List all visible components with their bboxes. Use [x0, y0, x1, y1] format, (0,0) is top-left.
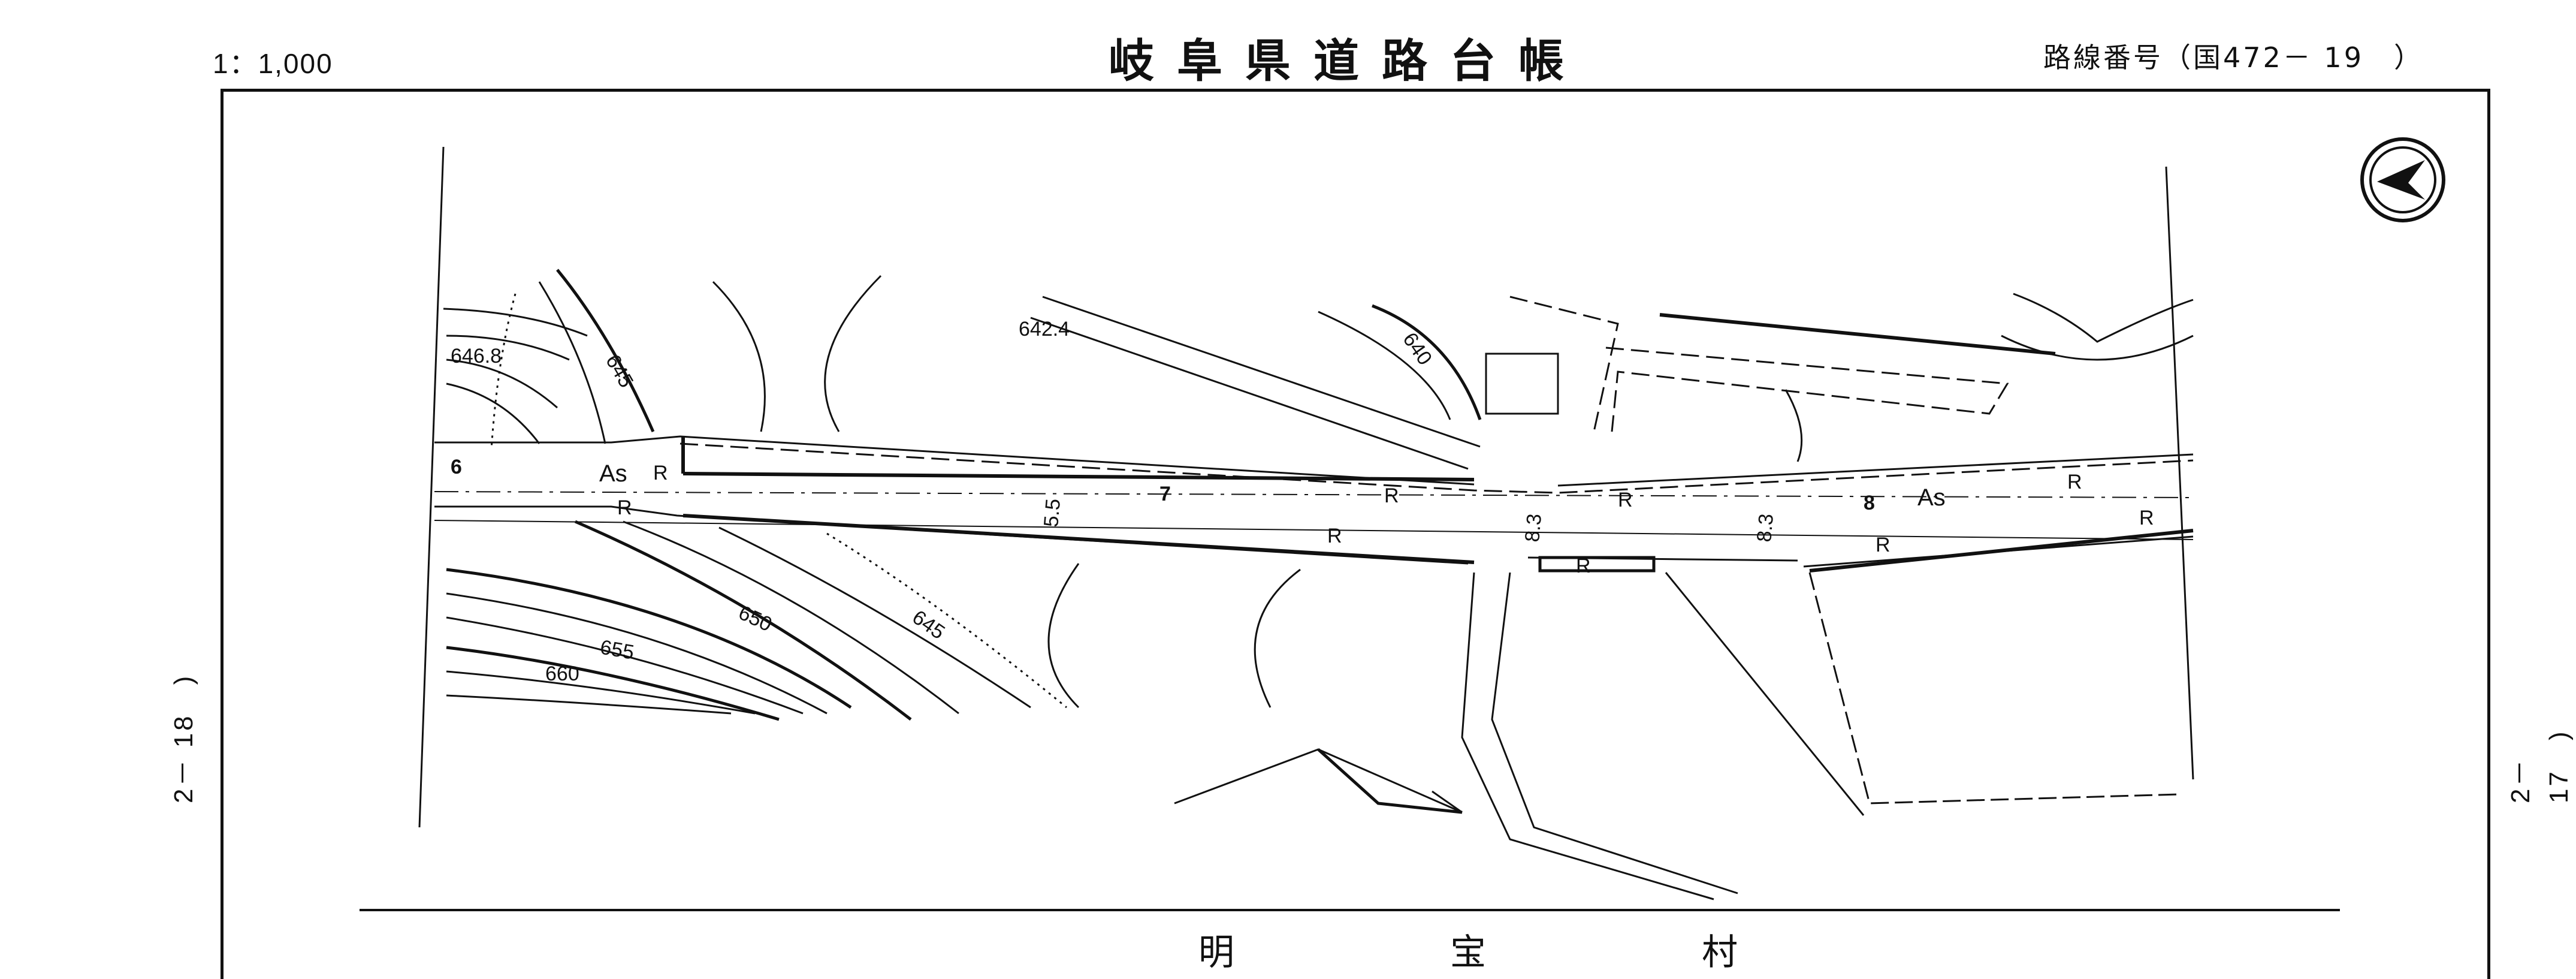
route-number: 路線番号（国472－ 19 ） — [2043, 41, 2424, 74]
width-label-1: 5.5 — [1040, 498, 1065, 528]
map-scale: 1：1,000 — [213, 48, 333, 79]
r-marker: R — [2067, 471, 2082, 493]
elevation-point-label: 642.4 — [1019, 318, 1070, 341]
surface-label-1: As — [599, 460, 627, 487]
surface-label-2: As — [1917, 484, 1946, 511]
map-title: 岐阜県道路台帳 — [1109, 34, 1587, 88]
station-label-6: 6 — [451, 456, 462, 478]
spot-height-label: 646.8 — [451, 345, 502, 367]
contour-label-660: 660 — [545, 662, 579, 685]
r-marker: R — [1384, 484, 1399, 507]
r-marker: R — [2139, 507, 2154, 529]
station-label-8: 8 — [1864, 492, 1875, 514]
station-label-7: 7 — [1159, 483, 1171, 505]
width-label-2: 8.3 — [1521, 513, 1546, 543]
r-marker: R — [617, 496, 632, 519]
map-frame — [221, 89, 2490, 979]
r-marker: R — [1576, 555, 1591, 577]
contour-label-640: 640 — [1398, 329, 1436, 369]
r-marker: R — [1618, 489, 1633, 511]
r-marker: R — [1876, 534, 1891, 556]
r-marker: R — [653, 462, 668, 484]
r-marker: R — [1327, 525, 1342, 547]
width-label-3: 8.3 — [1753, 513, 1778, 543]
contour-label-645-lower: 645 — [908, 606, 949, 644]
road-map: 646.8 642.4 645 640 650 645 655 660 6 7 … — [360, 146, 2340, 911]
north-arrow-icon — [2360, 137, 2445, 222]
village-name: 明 宝 村 — [1198, 932, 1828, 974]
contour-label-655: 655 — [599, 635, 636, 664]
